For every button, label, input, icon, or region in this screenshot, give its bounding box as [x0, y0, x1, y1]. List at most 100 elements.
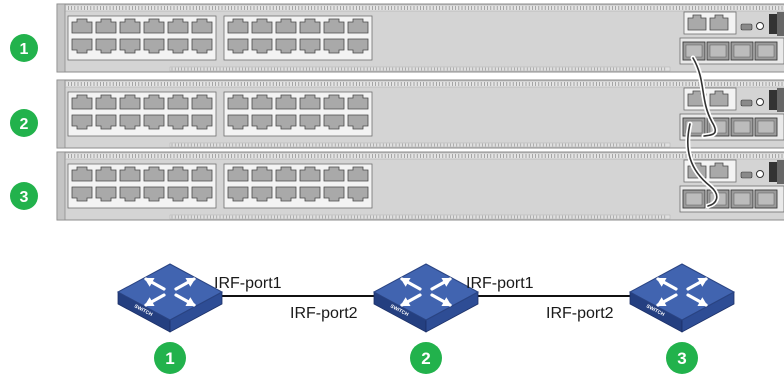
rj45-port: [323, 94, 345, 110]
vent-slots-bottom: [171, 215, 666, 219]
arrows-icon: [144, 277, 196, 307]
rj45-port: [191, 94, 213, 110]
reset-button-icon: [756, 98, 764, 106]
rj45-port: [347, 114, 369, 130]
rj45-port: [709, 14, 729, 31]
badge-number: 3: [677, 349, 686, 368]
switch-icon: SWITCH: [116, 263, 224, 333]
rj45-port: [709, 90, 729, 107]
chassis-unit-3: [56, 151, 784, 221]
chassis-badge-2: 2: [10, 109, 38, 137]
side-panel: [777, 160, 784, 184]
rj45-port: [167, 94, 189, 110]
rj45-port: [323, 186, 345, 202]
rj45-port: [299, 18, 321, 34]
badge-circle: [10, 109, 38, 137]
side-panel: [777, 12, 784, 36]
rj45-port: [167, 38, 189, 54]
rj45-port: [71, 166, 93, 182]
rj45-port: [275, 186, 297, 202]
usb-port: [740, 99, 753, 107]
port-block: [223, 15, 373, 61]
irf-port-label: IRF-port1: [466, 275, 534, 292]
vent-strip-bottom: [169, 142, 671, 148]
chassis-badge-1: 1: [10, 34, 38, 62]
rj45-port: [227, 94, 249, 110]
rj45-port: [167, 166, 189, 182]
rj45-port: [191, 38, 213, 54]
rj45-port: [71, 18, 93, 34]
rj45-port: [143, 18, 165, 34]
vent-strip-bottom: [169, 214, 671, 220]
rj45-port-array: [67, 163, 373, 209]
usb-port: [740, 23, 753, 31]
sfp-cage: [733, 44, 751, 58]
rj45-port: [347, 38, 369, 54]
vent-strip: [57, 80, 784, 88]
irf-cable-2-3-line: [687, 123, 718, 207]
arrows-icon: [656, 277, 708, 307]
rj45-port: [119, 94, 141, 110]
rj45-port: [323, 38, 345, 54]
rj45-port: [251, 166, 273, 182]
badge-number: 2: [421, 349, 430, 368]
rj45-port: [227, 166, 249, 182]
rj45-port-array: [67, 91, 373, 137]
sfp-cage: [685, 44, 703, 58]
rj45-port: [191, 114, 213, 130]
port-block: [67, 15, 217, 61]
rj45-port: [323, 166, 345, 182]
sfp-ports: [679, 113, 784, 141]
management-ports: [683, 87, 784, 112]
rj45-port: [143, 114, 165, 130]
chassis-unit-1: [56, 3, 784, 73]
rj45-port: [191, 166, 213, 182]
rj45-port: [275, 38, 297, 54]
side-panel: [777, 88, 784, 112]
irf-port-label: IRF-port2: [290, 305, 358, 322]
port-block: [223, 163, 373, 209]
port-block: [223, 91, 373, 137]
rj45-port: [71, 38, 93, 54]
rj45-port: [251, 38, 273, 54]
rj45-port: [143, 166, 165, 182]
sfp-cage: [733, 120, 751, 134]
sfp-cage: [757, 44, 775, 58]
rj45-port: [191, 186, 213, 202]
rj45-port: [71, 94, 93, 110]
rj45-port: [95, 38, 117, 54]
reset-button-icon: [756, 22, 764, 30]
rj45-port: [227, 38, 249, 54]
reset-button-icon: [756, 170, 764, 178]
rj45-port: [251, 94, 273, 110]
irf-cable-1-2-line: [692, 57, 717, 137]
irf-port-label: IRF-port1: [214, 275, 282, 292]
vent-strip: [57, 4, 784, 12]
rj45-port: [119, 114, 141, 130]
vent-slots-bottom: [171, 67, 666, 71]
rj45-port: [95, 94, 117, 110]
rj45-port: [709, 162, 729, 179]
member-badge-1: 1: [154, 342, 186, 374]
rj45-port: [95, 166, 117, 182]
rj45-port: [143, 94, 165, 110]
sfp-ports: [679, 185, 784, 213]
sfp-cage: [685, 192, 703, 206]
rj45-port: [275, 114, 297, 130]
rj45-port: [143, 186, 165, 202]
rj45-port: [119, 166, 141, 182]
rj45-port: [227, 186, 249, 202]
rj45-port: [299, 114, 321, 130]
vent-slots: [61, 82, 783, 86]
irf-port-label: IRF-port2: [546, 305, 614, 322]
rj45-port: [95, 114, 117, 130]
rj45-port: [251, 114, 273, 130]
sfp-cage: [757, 192, 775, 206]
rj45-port: [347, 18, 369, 34]
vent-slots: [61, 6, 783, 10]
port-block: [67, 163, 217, 209]
rj45-port: [143, 38, 165, 54]
power-slot: [769, 162, 777, 182]
rj45-port: [95, 18, 117, 34]
